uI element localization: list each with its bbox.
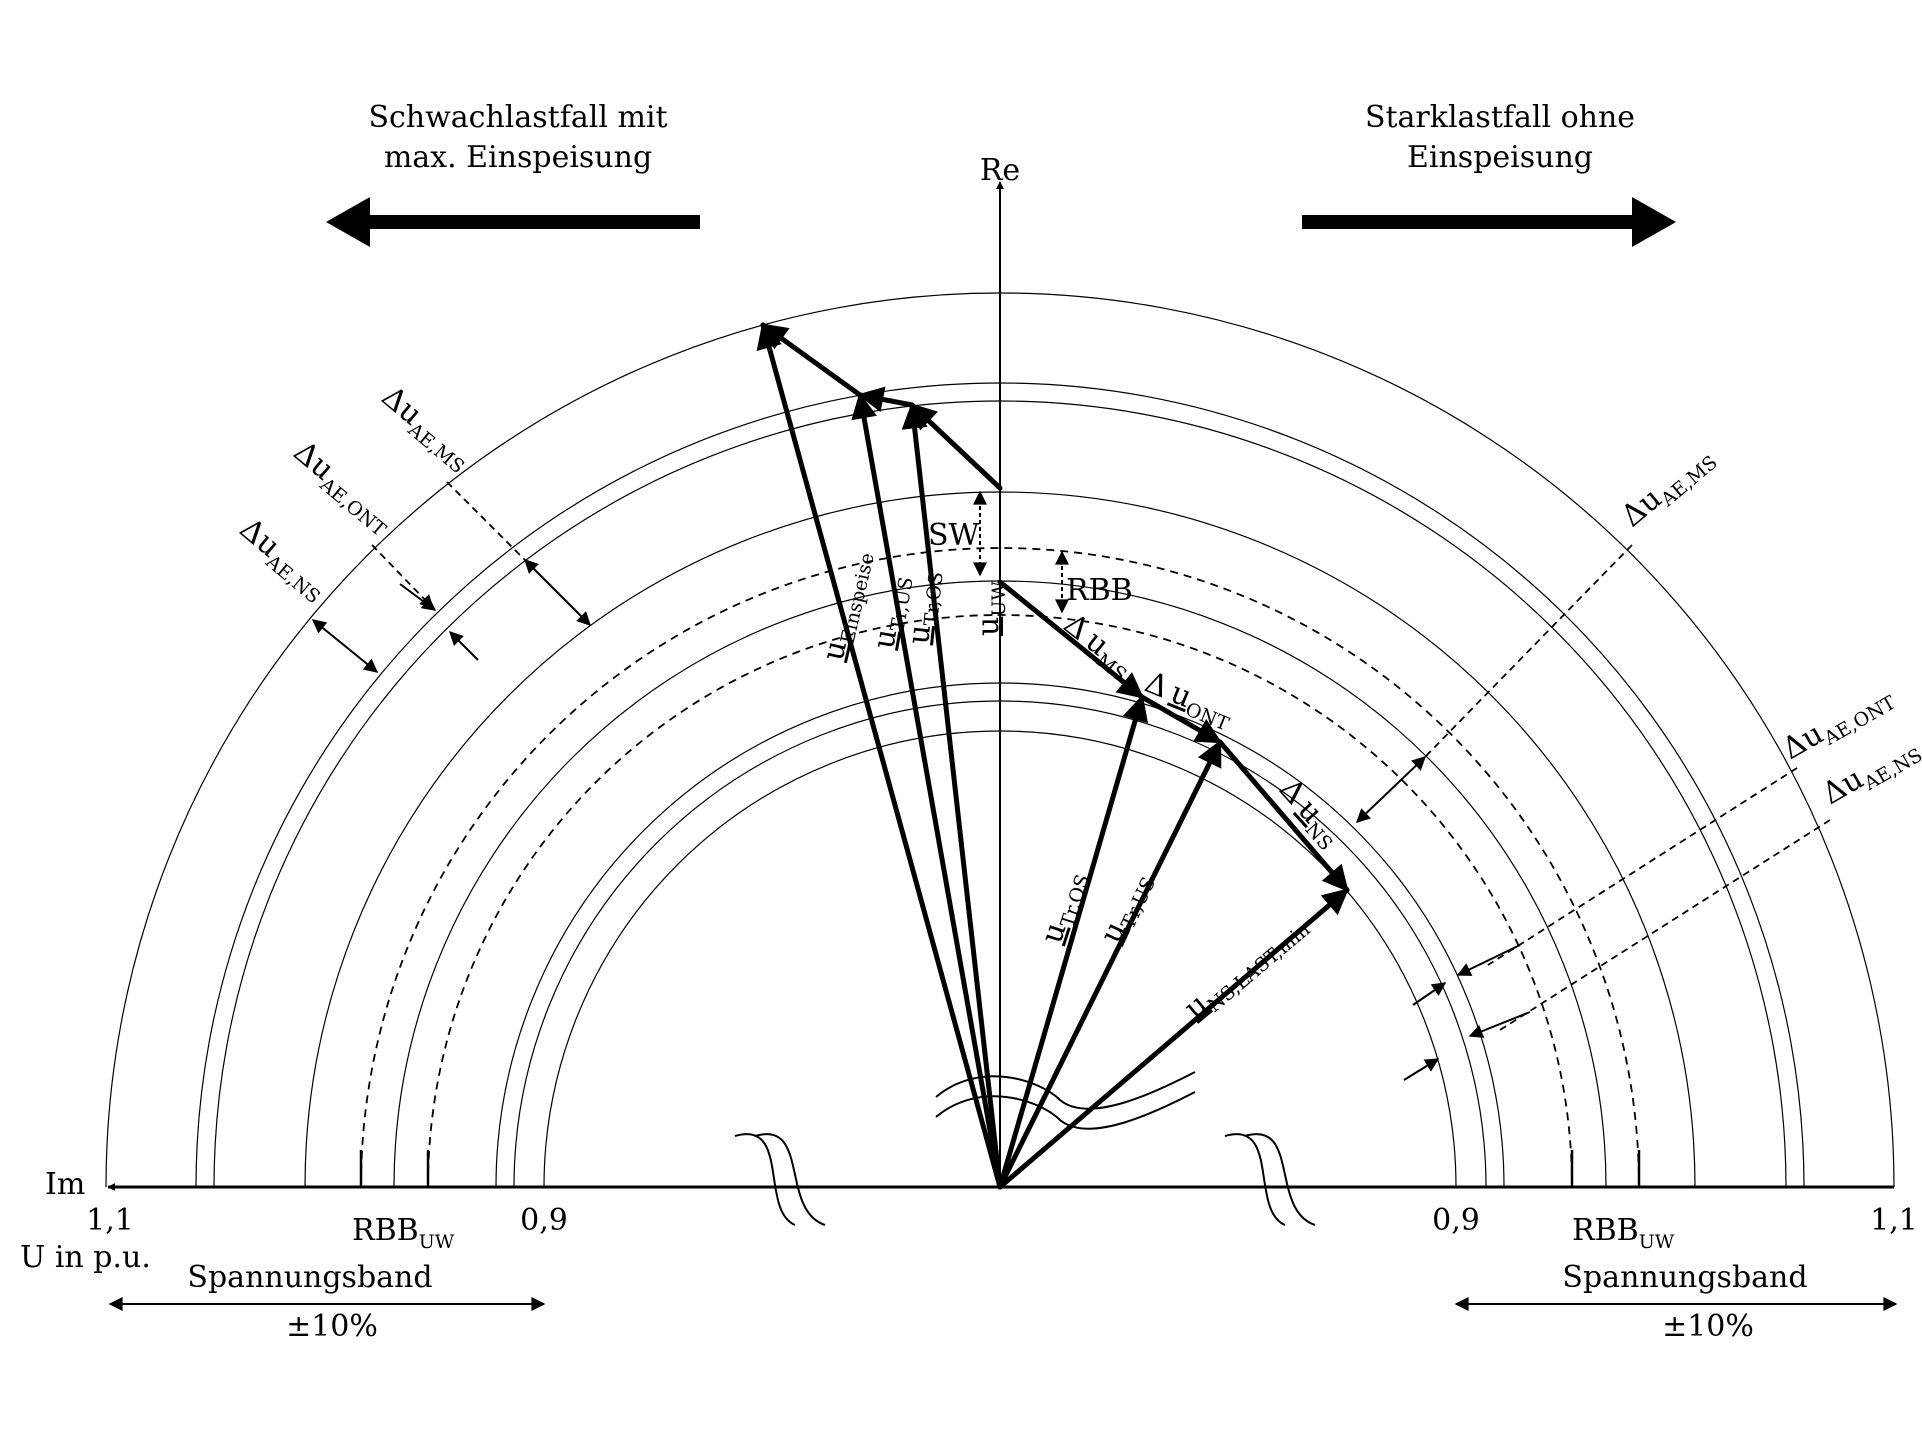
phasors-left bbox=[756, 322, 1003, 1190]
u-tr-us-left-vector bbox=[851, 392, 1003, 1190]
u-ns-last-min-vector bbox=[997, 887, 1350, 1190]
left-delta-arrows bbox=[311, 559, 591, 673]
du-ae-ms-left-label: ΔuAE,MS bbox=[372, 379, 479, 478]
tick-right-inner: 0,9 bbox=[1432, 1203, 1480, 1238]
u-uw-label: uUW bbox=[971, 581, 1010, 636]
tick-labels: 1,1 0,9 0,9 1,1 U in p.u. bbox=[20, 1203, 1918, 1275]
du-ae-ont-right-inner-arrow bbox=[1412, 982, 1447, 1006]
spannungsband-right-pct: ±10% bbox=[1662, 1309, 1754, 1344]
u-tr-os-right-vector bbox=[997, 694, 1148, 1190]
break-right-a bbox=[1224, 1133, 1286, 1226]
u-tr-us-right-label: uTr,US bbox=[1094, 866, 1161, 950]
rbb-uw-labels: RBBUW RBBUW bbox=[352, 1213, 1675, 1253]
du-ae-ont-right-arrow bbox=[1456, 944, 1521, 976]
tick-left-outer: 1,1 bbox=[86, 1203, 134, 1238]
right-delta-arrows bbox=[1355, 756, 1531, 1081]
u-einspeise-label: uEinspeise bbox=[816, 547, 879, 665]
du-ae-ont-left-label: ΔuAE,ONT bbox=[284, 434, 401, 541]
tick-left-inner: 0,9 bbox=[520, 1203, 568, 1238]
delta-u-ont-vector bbox=[1139, 694, 1223, 745]
unit-label: U in p.u. bbox=[20, 1240, 151, 1275]
u-ns-last-min-label: uNS,LAST,min bbox=[1178, 906, 1315, 1030]
du-ae-ont-left-arrow bbox=[399, 583, 437, 611]
du-ae-ont-left-inner-arrow bbox=[449, 631, 479, 661]
rbb-uw-right: RBBUW bbox=[1572, 1213, 1675, 1253]
break-left-b bbox=[754, 1133, 826, 1226]
break-right-b bbox=[1244, 1133, 1316, 1226]
right-vector-labels: ΔuMS ΔuONT ΔuNS uTr,OS uTr,US uNS,LAST,m… bbox=[1034, 607, 1336, 1030]
u-tr-us-left-label: uTr,US bbox=[866, 572, 917, 652]
sw-label: SW bbox=[928, 518, 980, 553]
spannungsband-left-label: Spannungsband bbox=[187, 1260, 432, 1295]
rbb-uw-left: RBBUW bbox=[352, 1213, 455, 1253]
break-left-a bbox=[734, 1133, 796, 1226]
tick-right-outer: 1,1 bbox=[1870, 1203, 1918, 1238]
im-axis-label: Im bbox=[45, 1167, 85, 1202]
spannungsband-left: Spannungsband ±10% bbox=[108, 1260, 546, 1344]
arc-dashed-r639 bbox=[360, 547, 1640, 1188]
u-tr-os-right-label: uTr,OS bbox=[1034, 867, 1094, 949]
left-leaders bbox=[371, 481, 526, 606]
spannungsband-right-label: Spannungsband bbox=[1562, 1260, 1807, 1295]
spannungsband-right: Spannungsband ±10% bbox=[1454, 1260, 1898, 1344]
break-vector-b bbox=[935, 1091, 1196, 1130]
left-direction-arrow-head bbox=[326, 197, 370, 247]
du-ae-ms-right-label: ΔuAE,MS bbox=[1615, 438, 1722, 537]
du-ae-ms-left-arrow bbox=[524, 559, 591, 626]
axes: Re Im bbox=[45, 153, 1894, 1202]
right-leaders bbox=[1424, 544, 1831, 1031]
right-title-line1: Starklastfall ohne bbox=[1365, 100, 1635, 135]
left-title-line2: max. Einspeisung bbox=[384, 140, 652, 175]
du-ae-ns-right-inner-arrow bbox=[1403, 1058, 1440, 1081]
u-tr-os-left-vector bbox=[901, 402, 1003, 1190]
phasors-right bbox=[997, 579, 1350, 1190]
du-ae-ont-right-label: ΔuAE,ONT bbox=[1777, 677, 1900, 771]
delta-ns-left-vector bbox=[760, 322, 863, 398]
du-ae-ns-right-arrow bbox=[1468, 1011, 1531, 1038]
sw-rbb-arrows bbox=[973, 490, 1069, 614]
spannungsband-left-pct: ±10% bbox=[286, 1309, 378, 1344]
rbb-label: RBB bbox=[1066, 573, 1133, 608]
left-title-line1: Schwachlastfall mit bbox=[368, 100, 667, 135]
header-right: Starklastfall ohne Einspeisung bbox=[1302, 100, 1676, 247]
right-title-line2: Einspeisung bbox=[1407, 140, 1593, 175]
delta-u-ns-vector bbox=[1217, 739, 1350, 893]
left-delta-labels: ΔuAE,MS ΔuAE,ONT ΔuAE,NS bbox=[230, 379, 479, 608]
delta-u-ms-vector bbox=[997, 579, 1145, 700]
right-direction-arrow-head bbox=[1632, 197, 1676, 247]
u-einspeise-vector bbox=[756, 322, 1003, 1190]
du-ae-ms-right-arrow bbox=[1355, 756, 1427, 823]
u-tr-us-right-vector bbox=[997, 739, 1223, 1190]
right-delta-labels: ΔuAE,MS ΔuAE,ONT ΔuAE,NS bbox=[1615, 438, 1922, 811]
re-axis-label: Re bbox=[980, 153, 1020, 188]
du-ae-ns-left-arrow bbox=[311, 619, 379, 673]
rbb-ticks bbox=[359, 1150, 1641, 1187]
delta-ms-left-vector bbox=[909, 402, 1003, 491]
header-left: Schwachlastfall mit max. Einspeisung bbox=[326, 100, 700, 247]
du-ae-ns-left-label: ΔuAE,NS bbox=[230, 511, 335, 608]
delta-ont-left-vector bbox=[857, 386, 915, 413]
